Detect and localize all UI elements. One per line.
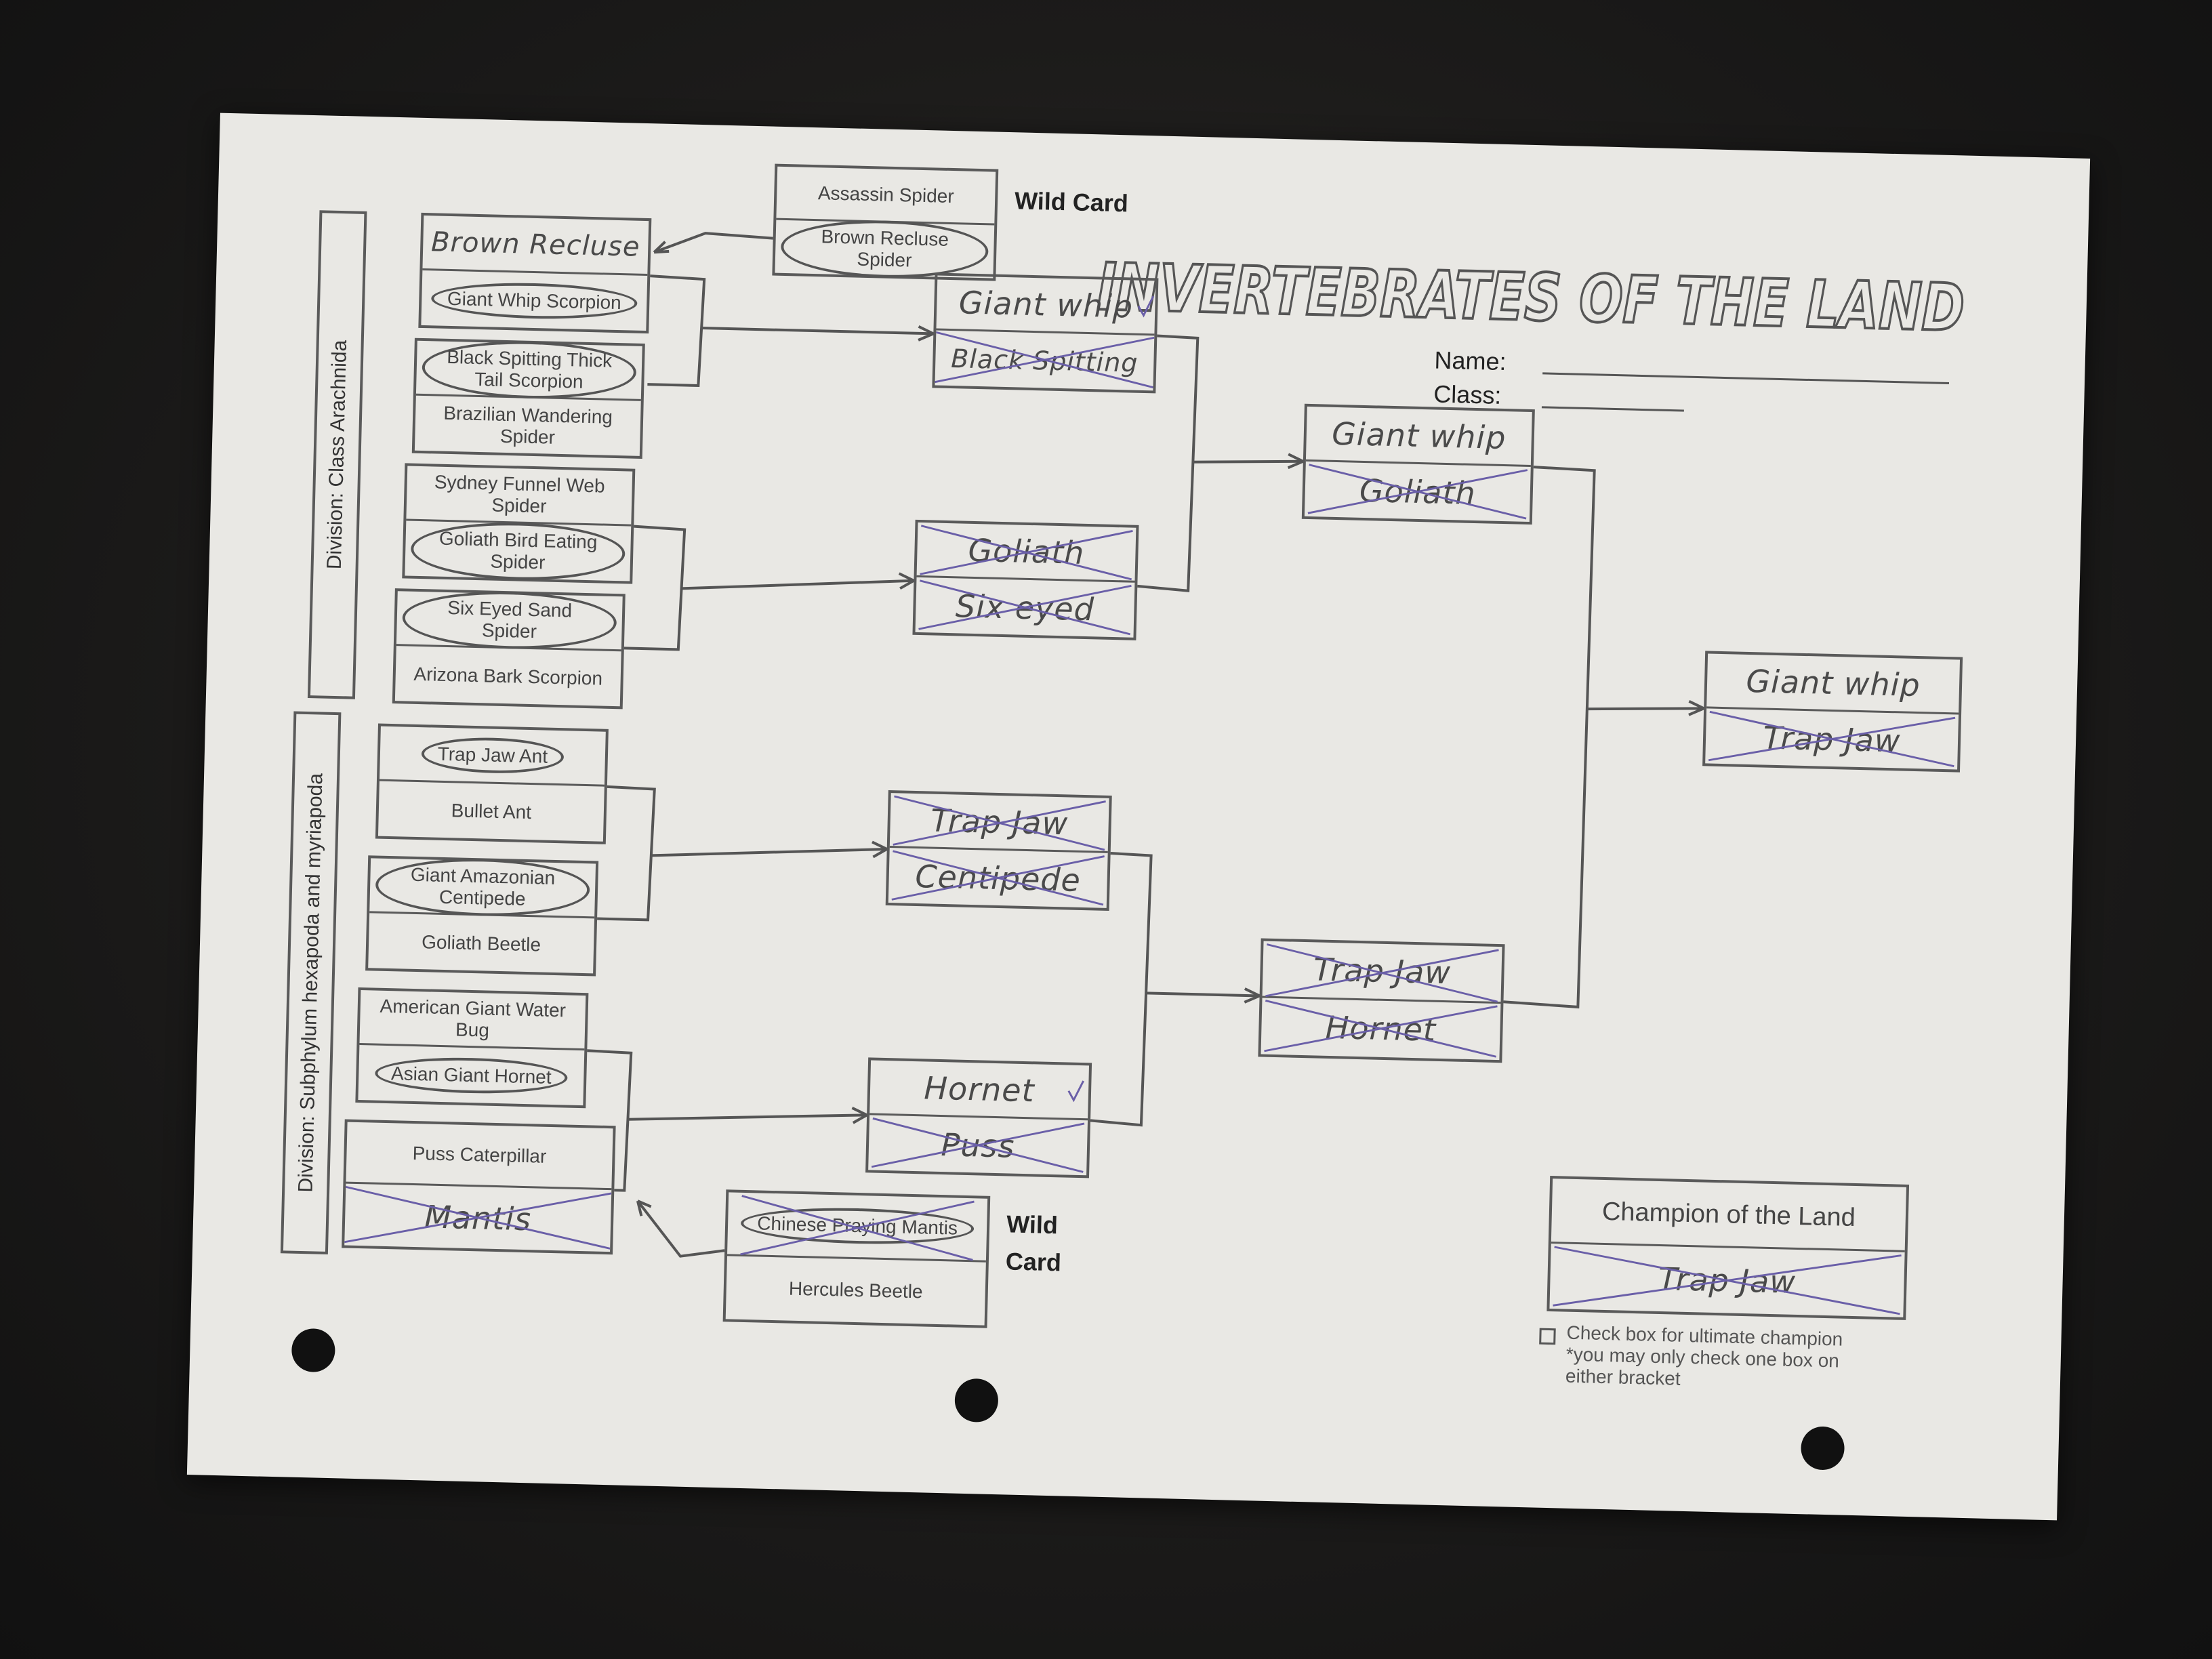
bracket-connector-lines — [587, 232, 1705, 1258]
bracket-worksheet: INVERTEBRATES OF THE LAND Name: Class: D… — [186, 112, 2091, 1521]
